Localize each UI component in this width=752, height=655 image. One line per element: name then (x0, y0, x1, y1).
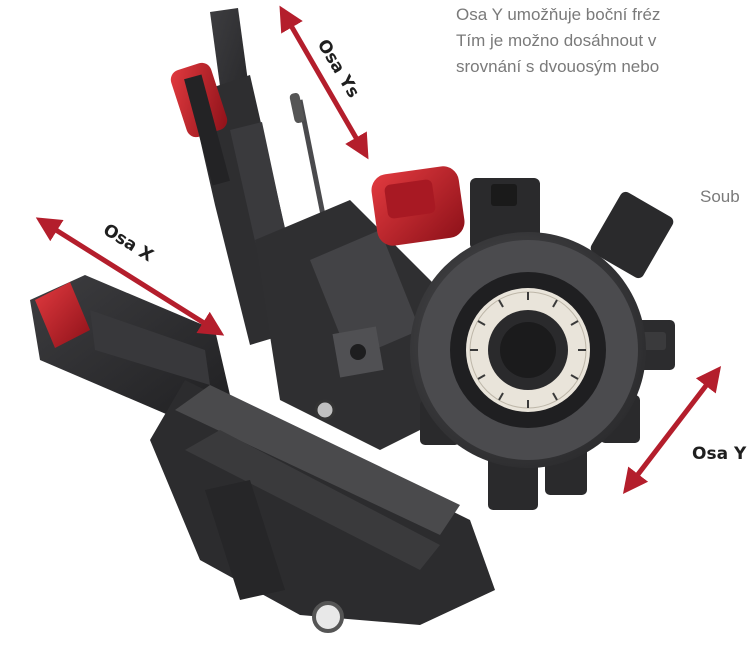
axis-arrows (35, 5, 722, 494)
axis-x-arrow (35, 217, 225, 336)
machine-bed (150, 380, 495, 633)
central-body (255, 200, 450, 450)
axis-y-arrow (622, 366, 722, 494)
servo-motor (371, 166, 465, 246)
description-side: Soub (700, 187, 740, 206)
axis-ys-arrow (279, 5, 369, 160)
description-line-2: Tím je možno dosáhnout v (456, 31, 657, 50)
description-line-3: srovnání s dvouosým nebo (456, 57, 660, 76)
axis-y-label: Osa Y (692, 444, 747, 464)
turret (410, 178, 675, 510)
description-line-1: Osa Y umožňuje boční fréz (456, 5, 661, 24)
